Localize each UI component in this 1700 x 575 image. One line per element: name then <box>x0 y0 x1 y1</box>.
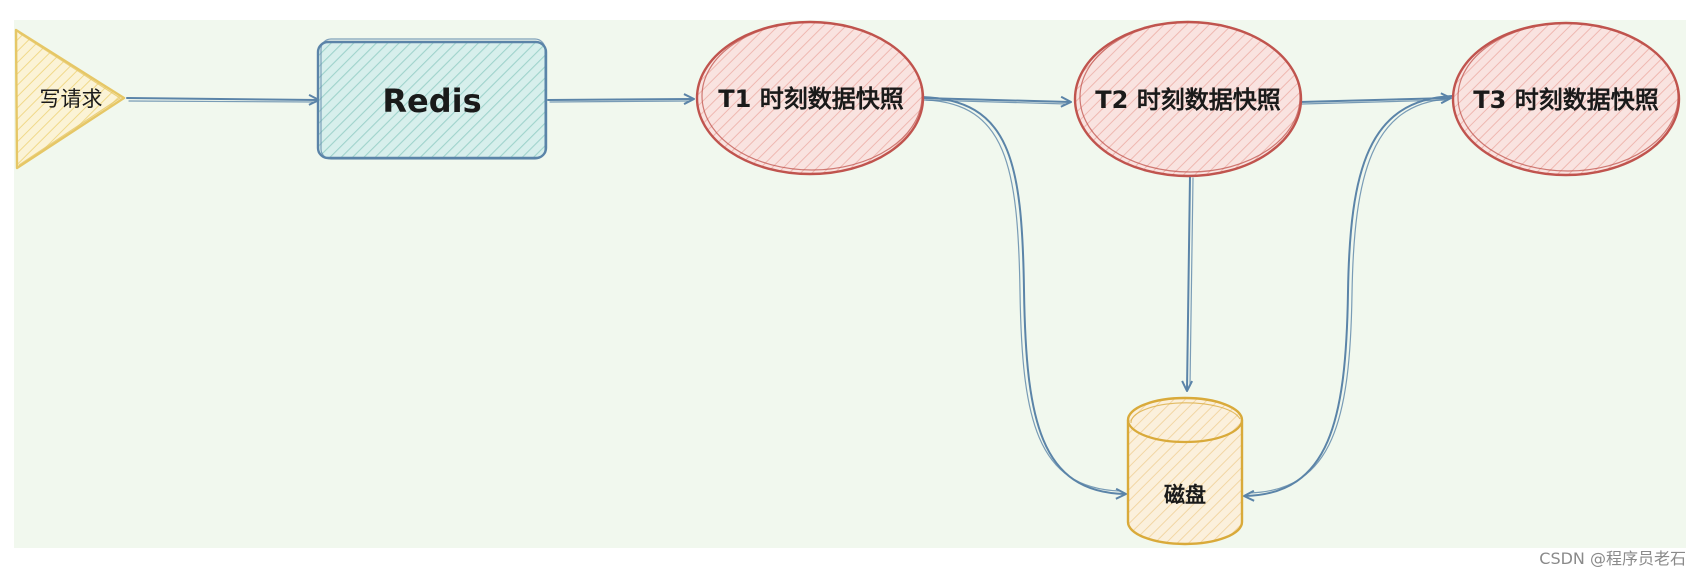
edges <box>126 92 1453 502</box>
t1-snapshot-label: T1 时刻数据快照 <box>718 85 903 113</box>
t2-snapshot-label: T2 时刻数据快照 <box>1095 86 1280 114</box>
write-request-node: 写请求 <box>14 28 126 170</box>
write-request-label: 写请求 <box>40 87 103 111</box>
edge-t3-to-disk <box>1243 95 1453 502</box>
edge-t1-to-t2 <box>921 95 1072 108</box>
t3-snapshot-label: T3 时刻数据快照 <box>1473 86 1658 114</box>
t3-snapshot-node: T3 时刻数据快照 <box>1451 21 1681 177</box>
disk-node: 磁盘 <box>1126 396 1244 546</box>
redis-shape <box>316 40 548 160</box>
edge-t2-to-disk <box>1181 175 1194 392</box>
edge-write-to-redis <box>126 94 320 106</box>
edge-t1-to-disk <box>921 96 1127 500</box>
redis-label: Redis <box>382 82 481 120</box>
redis-node: Redis <box>316 38 548 160</box>
t2-snapshot-node: T2 时刻数据快照 <box>1073 20 1303 178</box>
edge-redis-to-t1 <box>547 93 695 105</box>
watermark: CSDN @程序员老石 <box>1539 549 1686 568</box>
edge-t2-to-t3 <box>1299 92 1452 105</box>
disk-label: 磁盘 <box>1164 483 1206 507</box>
disk-shape <box>1126 396 1244 546</box>
write-request-shape <box>14 28 126 170</box>
t1-snapshot-node: T1 时刻数据快照 <box>695 20 925 176</box>
